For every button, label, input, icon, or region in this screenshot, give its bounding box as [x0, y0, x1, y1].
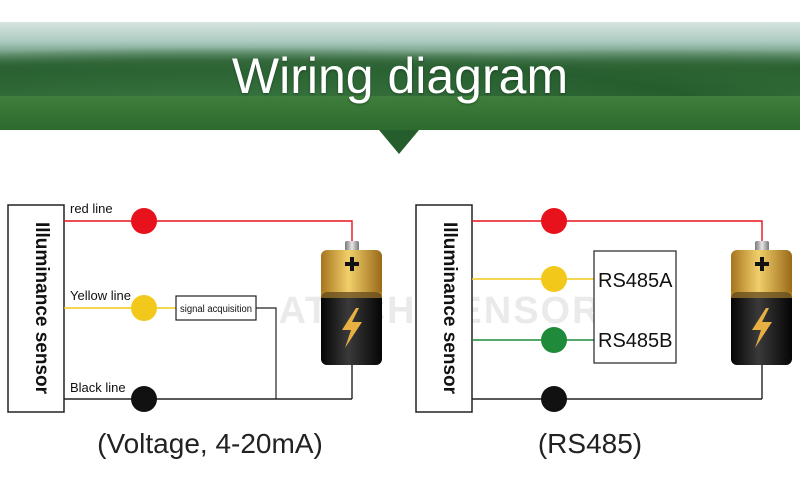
left-sensor-label: Illuminance sensor: [31, 222, 52, 395]
left-yellow-terminal: [131, 295, 157, 321]
lightning-icon: [342, 308, 362, 348]
left-module-wire: [256, 307, 277, 399]
rs485a-label: RS485A: [598, 270, 673, 292]
left-red-terminal: [131, 208, 157, 234]
left-red-wire: [64, 220, 353, 247]
banner-pointer: [379, 130, 419, 154]
battery-icon: [321, 241, 382, 365]
lightning-icon: [752, 308, 772, 348]
left-black-label: Black line: [70, 380, 126, 395]
left-black-terminal: [131, 386, 157, 412]
left-yellow-label: Yellow line: [70, 288, 131, 303]
right-caption: (RS485): [537, 428, 643, 459]
right-yellow-terminal: [541, 266, 567, 292]
rs485-box: [593, 250, 677, 364]
signal-acquisition-box: [175, 295, 257, 321]
right-red-wire: [472, 220, 763, 247]
left-diagram: Illuminance sensor red line Yellow line …: [7, 201, 382, 413]
rs485b-label: RS485B: [598, 330, 673, 352]
signal-acquisition-label: signal acquisition: [180, 304, 252, 315]
right-red-terminal: [541, 208, 567, 234]
plus-icon: [345, 257, 359, 271]
right-sensor-box: [415, 204, 473, 413]
header-banner: Wiring diagram: [0, 22, 800, 130]
right-diagram: Illuminance sensor RS485A RS485B: [415, 204, 792, 413]
plus-icon: [755, 257, 769, 271]
left-caption: (Voltage, 4-20mA): [97, 428, 323, 459]
battery-icon: [731, 241, 792, 365]
banner-field: [0, 96, 800, 130]
banner-sky: [0, 22, 800, 130]
right-sensor-label: Illuminance sensor: [439, 222, 460, 395]
page-title: Wiring diagram: [231, 48, 569, 104]
left-red-label: red line: [70, 201, 113, 216]
right-black-terminal: [541, 386, 567, 412]
right-green-terminal: [541, 327, 567, 353]
